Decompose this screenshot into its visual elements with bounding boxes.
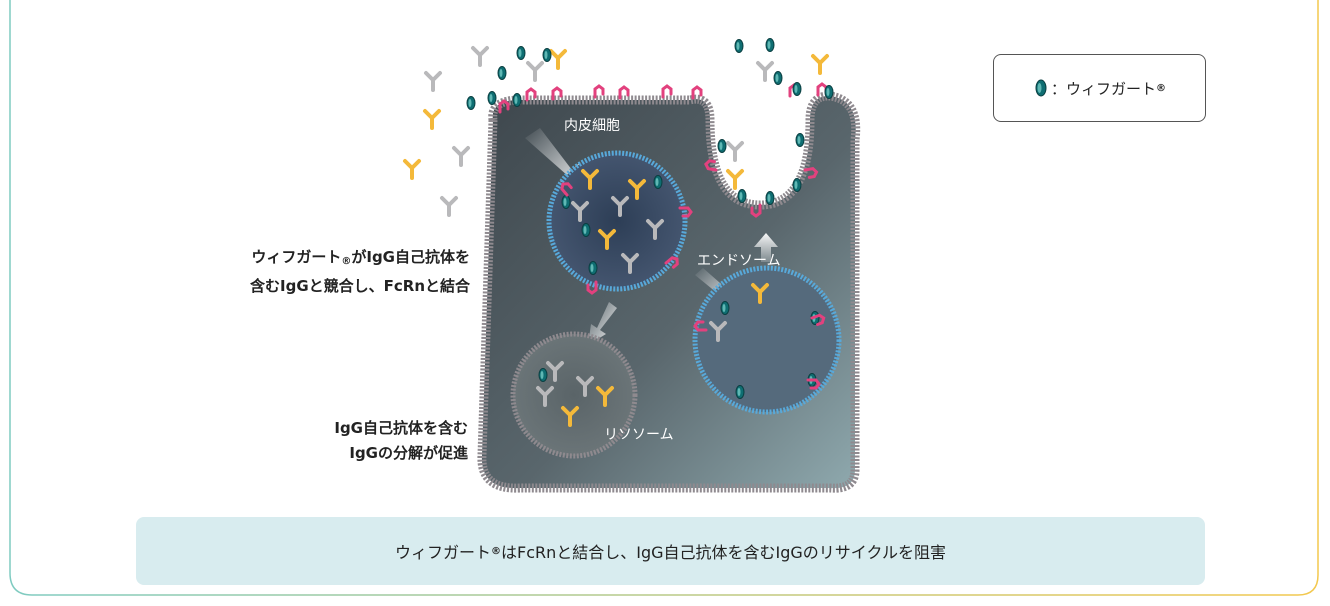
degrade-annotation: IgG自己抗体を含む IgGの分解が促進 <box>250 416 468 466</box>
lysosome-arrow <box>588 302 617 345</box>
legend-box: ：ウィフガート® <box>993 54 1206 122</box>
banner-reg: ® <box>491 545 501 557</box>
exit-arrow <box>745 108 775 160</box>
legend-label: ：ウィフガート <box>1050 79 1156 98</box>
degrade-line2: IgGの分解が促進 <box>349 444 468 462</box>
compete-annotation: ウィフガート®がIgG自己抗体を 含むIgGと競合し、FcRnと結合 <box>190 245 470 299</box>
banner-post: はFcRnと結合し、IgG自己抗体を含むIgGのリサイクルを阻害 <box>501 543 947 562</box>
compete-line1-pre: ウィフガート <box>251 248 342 266</box>
summary-banner: ウィフガート®はFcRnと結合し、IgG自己抗体を含むIgGのリサイクルを阻害 <box>136 517 1205 585</box>
efgartigimod-icon <box>1035 79 1047 97</box>
compete-line2: 含むIgGと競合し、FcRnと結合 <box>250 277 470 295</box>
sorting-endosome <box>692 265 842 415</box>
compete-line1-reg: ® <box>341 256 352 267</box>
degrade-line1: IgG自己抗体を含む <box>334 419 468 437</box>
label-lysosome: リソソーム <box>604 427 674 443</box>
early-endosome <box>546 150 693 295</box>
label-endosome: エンドソーム <box>697 253 781 269</box>
label-endothelial-cell: 内皮細胞 <box>564 118 620 134</box>
compete-line1-post: がIgG自己抗体を <box>351 248 470 266</box>
lysosome <box>510 331 638 459</box>
legend-reg: ® <box>1156 82 1166 94</box>
recycle-arrow <box>754 233 778 262</box>
banner-pre: ウィフガート <box>394 543 491 562</box>
